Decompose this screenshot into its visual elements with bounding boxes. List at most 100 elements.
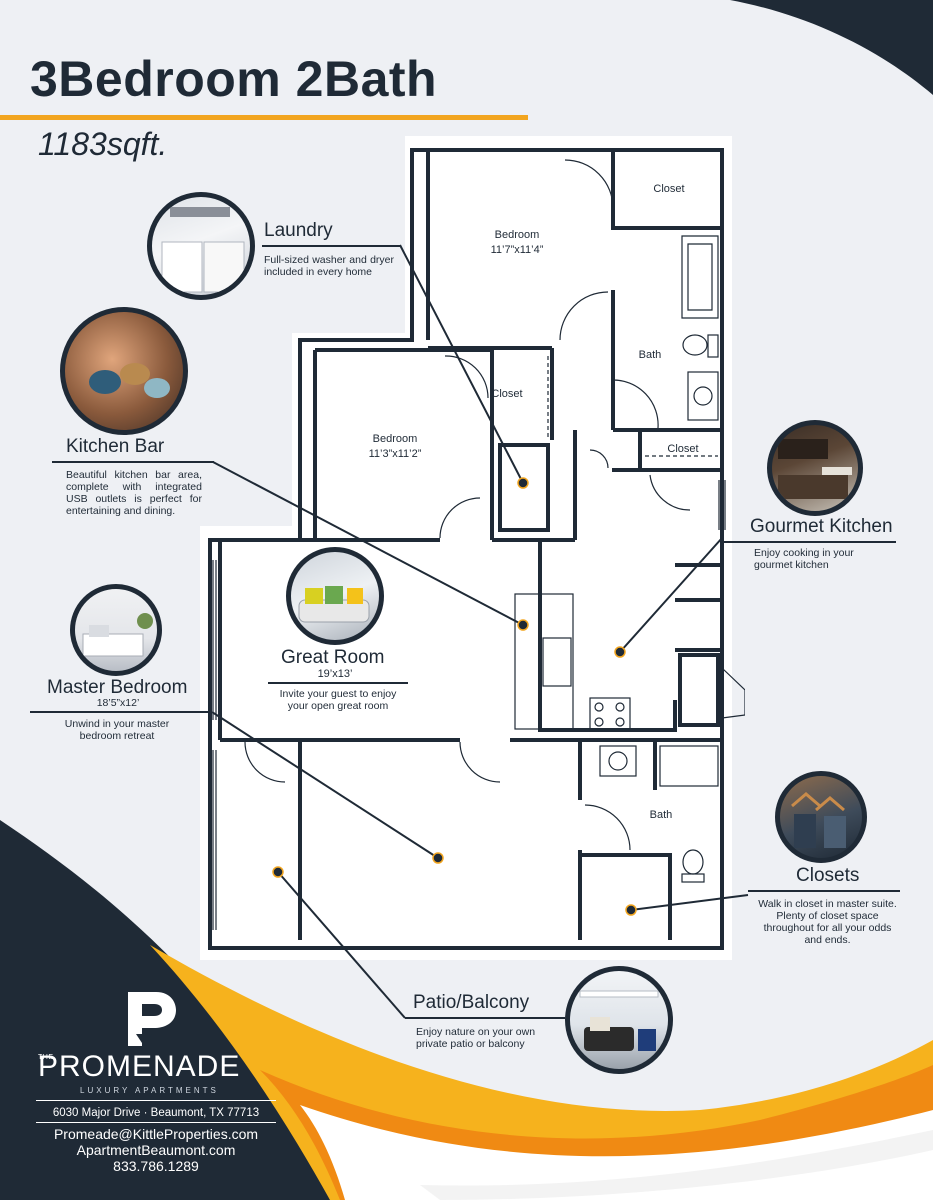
closets-title: Closets: [796, 865, 860, 886]
kitchen-icon: [778, 439, 852, 499]
master-line: [211, 711, 439, 859]
laundry-marker: [517, 477, 529, 489]
laundry-line: [399, 244, 524, 484]
closets-photo: [775, 771, 867, 863]
window-left: [212, 560, 217, 720]
white-wave-thin: [420, 1130, 933, 1200]
sink-b-basin: [608, 751, 628, 771]
brand-email[interactable]: Promeade@KittleProperties.com: [53, 1126, 259, 1142]
kitchen-bar-line: [212, 461, 524, 626]
kitchen-bar-marker: [517, 619, 529, 631]
bath-b-label: Bath: [650, 809, 673, 821]
door-swing-10: [589, 449, 609, 469]
window-patio: [212, 750, 217, 930]
hangers-icon: [791, 792, 846, 848]
door-swing-5: [439, 497, 481, 539]
kitchen-bar-title: Kitchen Bar: [66, 436, 165, 457]
closets-desc: Walk in closet in master suite. Plenty o…: [758, 898, 897, 946]
page-title: 3Bedroom 2Bath: [30, 51, 438, 107]
door-swing-3: [611, 379, 659, 429]
patio-rule: [405, 1017, 565, 1019]
toilet-a-tank: [707, 334, 719, 358]
kitchen-bar-rule: [52, 461, 214, 463]
door-swing-9: [584, 804, 631, 851]
kitchen-sink: [542, 637, 572, 687]
great-room-desc: Invite your guest to enjoy your open gre…: [279, 688, 397, 712]
top-right-corner: [730, 0, 933, 95]
kitchen-line: [619, 537, 723, 653]
toilet-b-tank: [681, 873, 705, 883]
closets-line: [630, 894, 749, 911]
fridge-box: [678, 653, 720, 727]
door-swing-7: [459, 741, 501, 783]
brand-address: 6030 Major Drive · Beaumont, TX 77713: [52, 1107, 260, 1119]
toilet-a: [682, 334, 708, 356]
gourmet-kitchen-rule: [722, 541, 896, 543]
master-bedroom-dims: 18’5”x12’: [96, 697, 140, 709]
master-bedroom-desc: Unwind in your master bedroom retreat: [64, 718, 170, 742]
brand-rule-bottom: [36, 1122, 276, 1123]
great-room-photo: [286, 547, 384, 645]
brand-rule-top: [36, 1100, 276, 1101]
stove: [589, 697, 631, 731]
closet-c-label: Closet: [667, 443, 698, 455]
master-bedroom-rule: [30, 711, 212, 713]
master-bedroom-photo: [70, 584, 162, 676]
patio-photo: [565, 966, 673, 1074]
closets-marker: [625, 904, 637, 916]
sink-a-basin: [693, 386, 713, 406]
sink-b: [599, 745, 637, 777]
bath-b-wall: [580, 853, 672, 940]
bedroom-a-dims: 11’7”x11’4”: [491, 244, 544, 256]
square-footage: 1183sqft.: [38, 126, 168, 162]
gourmet-kitchen-title: Gourmet Kitchen: [750, 516, 893, 537]
brand-tagline: LUXURY APARTMENTS: [80, 1086, 219, 1095]
laundry-box: [498, 443, 550, 532]
gourmet-kitchen-desc: Enjoy cooking in your gourmet kitchen: [754, 547, 854, 571]
kitchen-bar-desc: Beautiful kitchen bar area, complete wit…: [66, 469, 202, 517]
title-underline: [0, 115, 528, 120]
brand-name: PROMENADE: [38, 1050, 241, 1083]
great-room-dims: 19’x13’: [317, 668, 353, 680]
bathtub: [681, 235, 719, 319]
door-swing-4: [444, 355, 489, 399]
great-room-title: Great Room: [281, 647, 385, 668]
brand-website[interactable]: ApartmentBeaumont.com: [76, 1142, 236, 1158]
laundry-rule: [262, 245, 400, 247]
closet-b-label: Closet: [491, 388, 522, 400]
window-right: [718, 480, 726, 530]
door-swing-2: [559, 291, 609, 341]
sofa-icon: [298, 586, 370, 623]
patio-marker: [272, 866, 284, 878]
closet-a-label: Closet: [653, 183, 684, 195]
brand-phone[interactable]: 833.786.1289: [113, 1158, 199, 1174]
great-room-rule: [268, 682, 408, 684]
kitchen-island: [514, 593, 574, 730]
outer-wall: [208, 148, 724, 950]
bedroom-a-name: Bedroom: [495, 229, 540, 241]
patio-line: [277, 871, 406, 1019]
exterior-door: [721, 667, 745, 719]
door-swing-8: [244, 741, 286, 783]
patio-desc: Enjoy nature on your own private patio o…: [416, 1026, 536, 1050]
promenade-logo-mark: [128, 992, 176, 1046]
bed-icon: [82, 613, 153, 657]
mugs-icon: [89, 363, 170, 398]
patio-title: Patio/Balcony: [413, 992, 530, 1013]
bath-a-label: Bath: [639, 349, 662, 361]
bedroom-b-dims: 11’3”x11’2”: [369, 448, 422, 460]
kitchen-marker: [614, 646, 626, 658]
shower: [659, 745, 719, 787]
laundry-title: Laundry: [264, 220, 333, 241]
laundry-photo: [147, 192, 255, 300]
master-marker: [432, 852, 444, 864]
master-bedroom-title: Master Bedroom: [47, 677, 188, 698]
kitchen-bar-photo: [60, 307, 188, 435]
brand-the: THE: [38, 1054, 54, 1061]
patio-chair-icon: [579, 990, 659, 1051]
door-swing-6: [649, 474, 691, 511]
sink-a: [687, 371, 719, 421]
closets-rule: [748, 890, 900, 892]
door-swing-1: [564, 159, 614, 209]
